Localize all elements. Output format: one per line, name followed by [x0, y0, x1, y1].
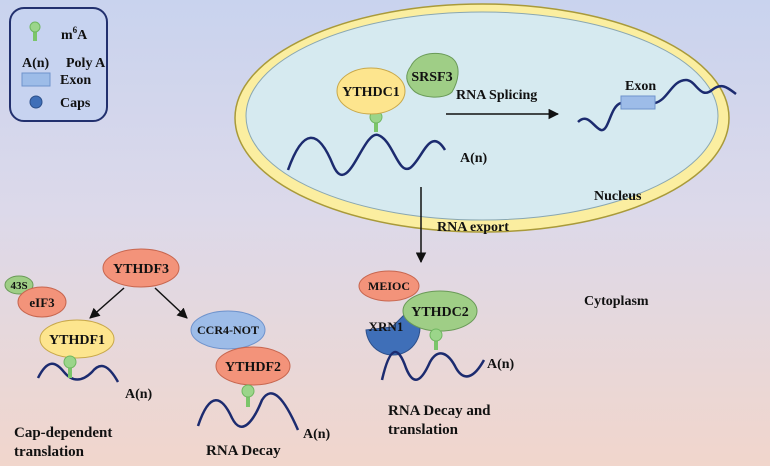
- decay-m6a-mark: [241, 384, 255, 407]
- ccr4-not-label: CCR4-NOT: [197, 323, 259, 337]
- ythdf1-protein: YTHDF1: [39, 319, 115, 359]
- s43-label: 43S: [10, 280, 27, 292]
- exon-icon: [21, 72, 51, 87]
- eif3-label: eIF3: [29, 295, 55, 310]
- cytoplasm-label: Cytoplasm: [584, 294, 649, 309]
- ythdc1-protein: YTHDC1: [336, 67, 406, 115]
- srsf3-label: SRSF3: [411, 70, 452, 85]
- nuclear-rna-strand: [286, 133, 447, 176]
- ythdf3-to-ythdf2-arrow: [154, 287, 188, 319]
- ythdc2-m6a-mark: [429, 328, 443, 350]
- spliced-rna-strand: [577, 78, 737, 132]
- ythdf3-to-ythdf1-arrow: [89, 287, 125, 319]
- ythdc1-label: YTHDC1: [342, 85, 400, 100]
- ythdf3-label: YTHDF3: [113, 262, 169, 277]
- translation-caption-line1: Cap-dependent: [14, 425, 112, 441]
- decay-rna-strand: [196, 392, 300, 431]
- ythdf2-label: YTHDF2: [225, 360, 281, 375]
- exon-legend-label: Exon: [60, 73, 91, 88]
- ythdc2-protein: YTHDC2: [402, 290, 478, 332]
- cap-icon: [29, 95, 43, 109]
- ythdf2-protein: YTHDF2: [215, 346, 291, 386]
- meioc-protein: MEIOC: [358, 270, 420, 302]
- ythdf1-label: YTHDF1: [49, 333, 105, 348]
- decay-caption: RNA Decay: [206, 443, 281, 459]
- legend-box: m6A A(n) Poly A Exon Caps: [9, 7, 108, 122]
- nucleus: [234, 3, 730, 233]
- splicing-label: RNA Splicing: [456, 88, 537, 103]
- m6a-icon: [29, 21, 41, 41]
- meioc-label: MEIOC: [368, 279, 410, 293]
- translation-m6a-mark: [63, 355, 77, 378]
- caps-legend-label: Caps: [60, 96, 91, 111]
- s43-protein: 43S: [4, 275, 34, 295]
- nucleus-polya: A(n): [460, 151, 488, 166]
- translation-rna-strand: [36, 362, 120, 383]
- ccr4-not-protein: CCR4-NOT: [190, 310, 266, 350]
- srsf3-protein: SRSF3: [406, 52, 459, 98]
- ythdc2-caption-line2: translation: [388, 422, 459, 438]
- exon-block: [620, 95, 656, 110]
- ythdc2-polya: A(n): [487, 357, 515, 372]
- ythdc2-caption-line1: RNA Decay and: [388, 403, 491, 419]
- polya-legend-label: Poly A: [66, 56, 106, 71]
- polya-symbol: A(n): [22, 56, 50, 71]
- ythdc2-label: YTHDC2: [411, 305, 469, 320]
- decay-polya: A(n): [303, 427, 331, 442]
- ythdc2-rna-strand: [380, 350, 486, 381]
- ythdf3-protein: YTHDF3: [102, 248, 180, 288]
- m6a-legend-label: m6A: [61, 25, 88, 43]
- xrn1-label: XRN1: [369, 319, 404, 334]
- translation-polya: A(n): [125, 387, 153, 402]
- nucleus-label: Nucleus: [594, 189, 642, 204]
- export-label: RNA export: [437, 220, 509, 235]
- eif3-protein: eIF3: [17, 286, 67, 318]
- translation-caption-line2: translation: [14, 444, 85, 460]
- spliced-exon-label: Exon: [625, 79, 656, 94]
